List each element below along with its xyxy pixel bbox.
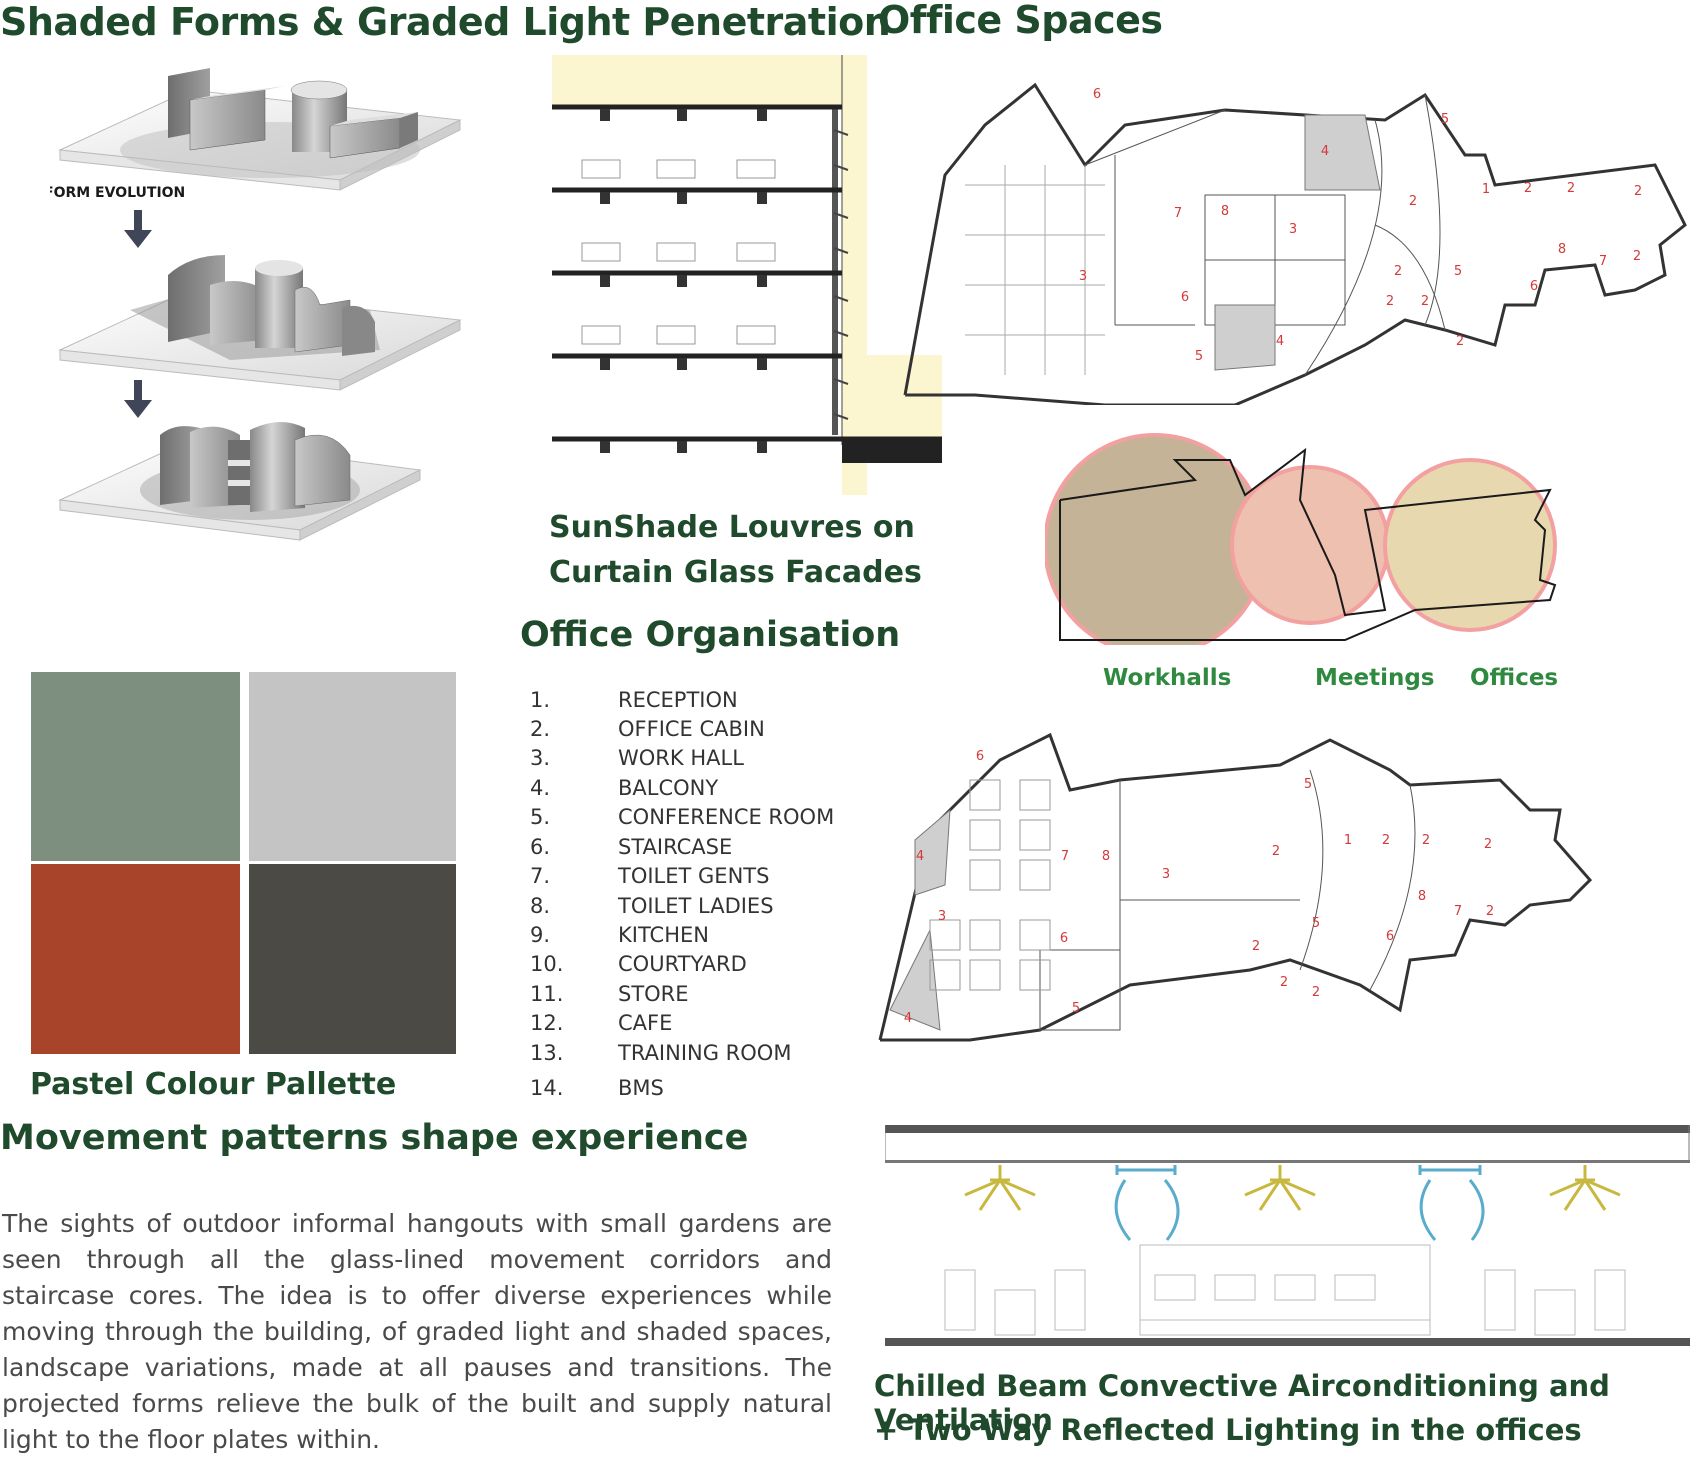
plan2-label: 2 [1280, 975, 1288, 990]
list-item: 1.RECEPTION [530, 688, 738, 712]
office-organisation-list: 1.RECEPTION 2.OFFICE CABIN 3.WORK HALL 4… [530, 688, 870, 1108]
list-item: 11.STORE [530, 982, 689, 1006]
plan2-label: 8 [1418, 889, 1426, 904]
louvre-caption-line2: Curtain Glass Facades [549, 555, 922, 590]
heading-palette: Pastel Colour Pallette [30, 1067, 397, 1102]
plan2-label: 2 [1484, 837, 1492, 852]
louvre-section-drawing [552, 55, 942, 495]
plan1-label: 6 [1530, 279, 1538, 294]
plan1-label: 2 [1634, 184, 1642, 199]
arrow-down-icon [124, 210, 152, 248]
plan2-label: 7 [1061, 849, 1069, 864]
plan2-label: 5 [1072, 1001, 1080, 1016]
plan1-label: 2 [1386, 294, 1394, 309]
plan2-label: 4 [904, 1011, 912, 1026]
heading-office-organisation: Office Organisation [520, 615, 901, 655]
plan2-label: 6 [976, 749, 984, 764]
plan1-label: 6 [1093, 87, 1101, 102]
plan1-label: 2 [1633, 249, 1641, 264]
floor-plan-1: 6 5 4 7 8 3 1 2 2 2 2 2 8 7 2 5 6 3 6 5 … [903, 82, 1687, 405]
plan1-label: 8 [1558, 242, 1566, 257]
plan1-label: 3 [1289, 222, 1297, 237]
movement-paragraph: The sights of outdoor informal hangouts … [2, 1209, 832, 1454]
list-item: 10.COURTYARD [530, 952, 747, 976]
palette-swatch [249, 672, 456, 861]
list-item: 14.BMS [530, 1076, 664, 1100]
massing-model-2 [58, 255, 462, 391]
plan1-label: 4 [1276, 334, 1284, 349]
form-evolution-diagram: FORM EVOLUTION [50, 68, 462, 541]
list-item: 5.CONFERENCE ROOM [530, 805, 835, 829]
bubble-meetings [1230, 465, 1390, 625]
plan1-label: 7 [1599, 254, 1607, 269]
plan1-label: 2 [1421, 294, 1429, 309]
plan2-label: 8 [1102, 849, 1110, 864]
plan2-label: 4 [916, 849, 924, 864]
plan2-label: 3 [1162, 867, 1170, 882]
plan1-label: 2 [1524, 181, 1532, 196]
plan2-label: 6 [1386, 929, 1394, 944]
plan2-label: 1 [1344, 833, 1352, 848]
chilled-beam-section [885, 1125, 1690, 1346]
list-item: 7.TOILET GENTS [530, 864, 770, 888]
plan1-label: 7 [1174, 206, 1182, 221]
plan2-label: 2 [1312, 985, 1320, 1000]
plan1-label: 4 [1321, 144, 1329, 159]
louvre-caption-line1: SunShade Louvres on [549, 510, 915, 545]
plan1-label: 5 [1454, 264, 1462, 279]
list-item: 8.TOILET LADIES [530, 894, 774, 918]
list-item: 9.KITCHEN [530, 923, 709, 947]
plan1-label: 2 [1394, 264, 1402, 279]
massing-model-1 [58, 68, 462, 191]
plan2-label: 6 [1060, 931, 1068, 946]
plan1-label: 3 [1079, 269, 1087, 284]
list-item: 12.CAFE [530, 1011, 673, 1035]
plan2-label: 3 [938, 909, 946, 924]
heading-office-spaces: Office Spaces [878, 0, 1163, 42]
plan1-label: 2 [1567, 181, 1575, 196]
plan2-label: 2 [1422, 833, 1430, 848]
heading-movement: Movement patterns shape experience [0, 1118, 749, 1158]
plan2-label: 5 [1312, 916, 1320, 931]
chilled-caption-line1: Chilled Beam Convective Airconditioning … [874, 1369, 1610, 1437]
plan1-label: 5 [1441, 112, 1449, 127]
zoning-bubble-diagram [1045, 433, 1557, 645]
massing-model-3 [58, 421, 422, 541]
plan1-label: 6 [1181, 290, 1189, 305]
bubble-offices [1383, 458, 1557, 632]
list-item: 13.TRAINING ROOM [530, 1041, 792, 1065]
plan2-label: 2 [1272, 844, 1280, 859]
zone-label-offices: Offices [1470, 665, 1559, 691]
zone-label-workhalls: Workhalls [1103, 665, 1232, 691]
plan1-label: 8 [1221, 204, 1229, 219]
list-item: 4.BALCONY [530, 776, 719, 800]
list-item: 6.STAIRCASE [530, 835, 733, 859]
plan1-label: 1 [1482, 182, 1490, 197]
form-evolution-label: FORM EVOLUTION [50, 185, 185, 201]
chilled-caption-line2: + Two Way Reflected Lighting in the offi… [874, 1413, 1582, 1447]
plan2-label: 2 [1486, 904, 1494, 919]
list-item: 3.WORK HALL [530, 746, 744, 770]
list-item: 2.OFFICE CABIN [530, 717, 765, 741]
plan2-label: 5 [1304, 777, 1312, 792]
arrow-down-icon [124, 380, 152, 418]
floor-plan-2: 6 4 7 8 3 5 2 1 2 2 2 3 6 8 7 2 5 6 2 2 … [878, 732, 1593, 1042]
plan2-label: 2 [1382, 833, 1390, 848]
plan1-label: 5 [1195, 349, 1203, 364]
plan1-label: 2 [1409, 194, 1417, 209]
palette-swatch [31, 672, 240, 861]
palette-swatch [31, 864, 240, 1054]
plan1-label: 2 [1456, 334, 1464, 349]
plan2-label: 2 [1252, 939, 1260, 954]
plan2-label: 7 [1454, 904, 1462, 919]
palette-swatch [249, 864, 456, 1054]
heading-shaded-forms: Shaded Forms & Graded Light Penetration [0, 0, 891, 44]
zone-label-meetings: Meetings [1315, 665, 1435, 691]
